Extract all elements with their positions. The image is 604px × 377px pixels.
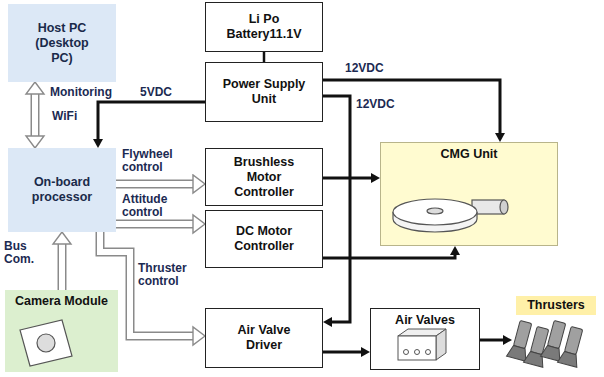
signal-label: Flywheel control <box>122 148 200 174</box>
power-line <box>480 335 512 345</box>
arrow-head <box>371 173 380 183</box>
arrow-head <box>450 246 460 255</box>
arrow-head <box>26 136 44 148</box>
arrow-outline <box>58 243 67 290</box>
arrow-body <box>59 243 65 290</box>
arrow-head <box>495 133 505 142</box>
node-label: Air Valve Driver <box>224 323 304 353</box>
valve-driver-box: Air Valve Driver <box>205 308 323 368</box>
node-label: Li Po Battery11.1V <box>210 12 318 42</box>
wire <box>263 52 266 62</box>
node-label: Thrusters <box>516 296 596 315</box>
battery-box: Li Po Battery11.1V <box>205 2 323 52</box>
cmg-illustration <box>393 199 508 232</box>
controller-box: DC Motor Controller <box>205 210 323 268</box>
power-line <box>323 246 460 258</box>
signal-label: Attitude control <box>122 193 192 219</box>
arrow-head <box>193 175 205 193</box>
arrow-body <box>116 221 194 227</box>
wire <box>480 339 504 342</box>
thrusters-group: Thrusters <box>512 292 600 372</box>
node-label: Brushless Motor Controller <box>219 155 309 200</box>
note-label: Monitoring <box>50 86 112 99</box>
arrow-head <box>26 82 44 94</box>
arrow-head <box>93 139 103 148</box>
node-label: Power Supply Unit <box>210 77 318 107</box>
controller-box: Brushless Motor Controller <box>205 148 323 206</box>
arrow-head <box>323 317 332 327</box>
processor-box: On-board processor <box>8 148 116 232</box>
wire <box>323 80 500 134</box>
signal-label: Bus Com. <box>4 240 44 266</box>
signal-label: 5VDC <box>140 86 172 99</box>
node-label: CMG Unit <box>441 147 498 162</box>
cmg-unit-box: CMG Unit <box>380 142 558 246</box>
power-line <box>323 80 505 142</box>
node-label: On-board processor <box>12 175 112 205</box>
power-line <box>323 96 350 327</box>
node-label: DC Motor Controller <box>210 224 318 254</box>
camera-chip-illustration <box>20 320 72 366</box>
signal-label: 12VDC <box>345 62 384 75</box>
arrow-outline <box>116 180 194 189</box>
arrow-outline <box>116 220 194 229</box>
arrow-body <box>116 181 194 187</box>
power-line <box>93 102 205 148</box>
node-label: Camera Module <box>15 294 108 309</box>
camera-module-box: Camera Module <box>5 290 118 372</box>
arrow-head <box>503 335 512 345</box>
wire <box>323 351 362 354</box>
signal-label: WiFi <box>52 110 77 123</box>
power-line <box>264 52 265 62</box>
host-pc-box: Host PC (Desktop PC) <box>8 4 116 82</box>
signal-arrow <box>116 175 205 193</box>
wire <box>98 102 205 140</box>
wire <box>323 177 372 180</box>
power-line <box>323 173 380 183</box>
power-line <box>323 347 370 357</box>
node-label: Host PC (Desktop PC) <box>27 21 97 66</box>
signal-label: Thruster control <box>138 262 202 288</box>
arrow-head <box>193 215 205 233</box>
signal-label: 12VDC <box>356 98 395 111</box>
arrow-head <box>361 347 370 357</box>
wire <box>323 96 350 322</box>
wire <box>323 254 455 258</box>
air-valves-box: Air Valves <box>370 308 480 370</box>
node-label: Air Valves <box>395 313 455 328</box>
power-supply-box: Power Supply Unit <box>205 62 323 122</box>
arrow-head <box>53 232 71 244</box>
arrow-head <box>193 327 205 345</box>
signal-arrow <box>26 82 44 148</box>
thruster-nozzles-illustration <box>507 319 587 367</box>
signal-arrow <box>53 232 71 290</box>
arrow-outline <box>31 93 40 137</box>
arrow-body <box>32 93 38 137</box>
valve-block-illustration <box>398 329 446 360</box>
